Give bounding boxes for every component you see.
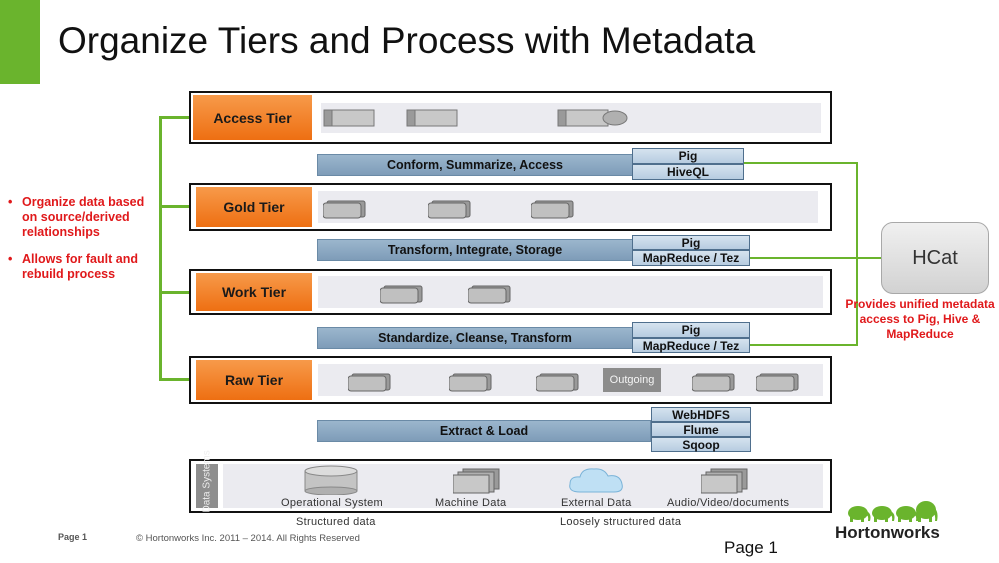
bracket-line-gold (159, 205, 190, 208)
cylinder-icon (756, 373, 799, 392)
bullet-item-1: Organize data based on source/derived re… (8, 195, 158, 240)
database-icon (304, 465, 358, 495)
source-av: Audio/Video/documents (667, 497, 790, 509)
connector-p1 (744, 162, 857, 164)
cylinder-icon (692, 373, 735, 392)
loose-data-label: Loosely structured data (560, 516, 682, 528)
cylinder-icon (536, 373, 579, 392)
page-number-small: Page 1 (58, 532, 88, 542)
page-number: Page 1 (724, 538, 778, 557)
outgoing-label: Outgoing (603, 368, 661, 392)
gold-tier: Gold Tier (189, 183, 832, 231)
bullet-list: Organize data based on source/derived re… (8, 195, 158, 294)
gold-tier-content (318, 191, 818, 223)
table-icon (406, 109, 458, 127)
bracket-line-access (159, 116, 190, 119)
data-systems-label: Data Systems (196, 450, 218, 513)
connector-p2 (750, 257, 881, 259)
data-systems-box: Data Systems Operational System Machine … (189, 450, 832, 513)
connector-p3 (750, 344, 858, 346)
bullet-item-2: Allows for fault and rebuild process (8, 252, 158, 282)
tool-pig-3: Pig (632, 322, 750, 338)
source-operational: Operational System (281, 497, 383, 509)
process-transform: Transform, Integrate, Storage (317, 239, 633, 261)
bracket-vertical-line (159, 116, 162, 381)
stacked-files-icon (701, 468, 748, 494)
process-standardize: Standardize, Cleanse, Transform (317, 327, 633, 349)
tool-pig-2: Pig (632, 235, 750, 250)
tool-flume: Flume (651, 422, 751, 437)
cloud-icon (569, 468, 623, 493)
process-extract-load: Extract & Load (317, 420, 651, 442)
process-conform: Conform, Summarize, Access (317, 154, 633, 176)
access-tier-label: Access Tier (193, 95, 312, 140)
cylinder-icon (468, 285, 511, 304)
access-tier: Access Tier (189, 91, 832, 144)
tool-sqoop: Sqoop (651, 437, 751, 452)
hcat-note: Provides unified metadata access to Pig,… (845, 297, 995, 341)
connector-hcat-vertical (856, 162, 858, 346)
stacked-files-icon (453, 468, 500, 494)
elephant-logo-icon (848, 501, 938, 522)
source-machine: Machine Data (435, 497, 507, 509)
accent-bar (0, 0, 40, 84)
bracket-line-raw (159, 378, 190, 381)
work-tier-label: Work Tier (196, 273, 312, 311)
data-systems-content: Operational System Machine Data External… (223, 464, 823, 509)
tool-mapreduce-1: MapReduce / Tez (632, 250, 750, 266)
bracket-line-work (159, 291, 190, 294)
structured-data-label: Structured data (296, 516, 376, 528)
cylinder-icon (531, 200, 574, 219)
hortonworks-logo: Hortonworks (835, 523, 940, 542)
work-tier: Work Tier (189, 269, 832, 315)
raw-tier-content: Outgoing (318, 364, 823, 396)
tool-webhdfs: WebHDFS (651, 407, 751, 422)
table-icon (323, 109, 375, 127)
cylinder-icon (348, 373, 391, 392)
cylinder-icon (449, 373, 492, 392)
source-external: External Data (561, 497, 632, 509)
cylinder-icon (380, 285, 423, 304)
work-tier-content (318, 276, 823, 308)
tool-mapreduce-2: MapReduce / Tez (632, 338, 750, 353)
slide-title: Organize Tiers and Process with Metadata (58, 20, 756, 61)
tool-hiveql: HiveQL (632, 164, 744, 180)
raw-tier: Raw Tier Outgoing (189, 356, 832, 404)
access-tier-content (321, 103, 821, 133)
hcat-box: HCat (881, 222, 989, 294)
copyright: © Hortonworks Inc. 2011 – 2014. All Righ… (136, 533, 360, 544)
table-db-icon (557, 109, 628, 127)
cylinder-icon (428, 200, 471, 219)
tool-pig-1: Pig (632, 148, 744, 164)
raw-tier-label: Raw Tier (196, 360, 312, 400)
cylinder-icon (323, 200, 366, 219)
gold-tier-label: Gold Tier (196, 187, 312, 227)
